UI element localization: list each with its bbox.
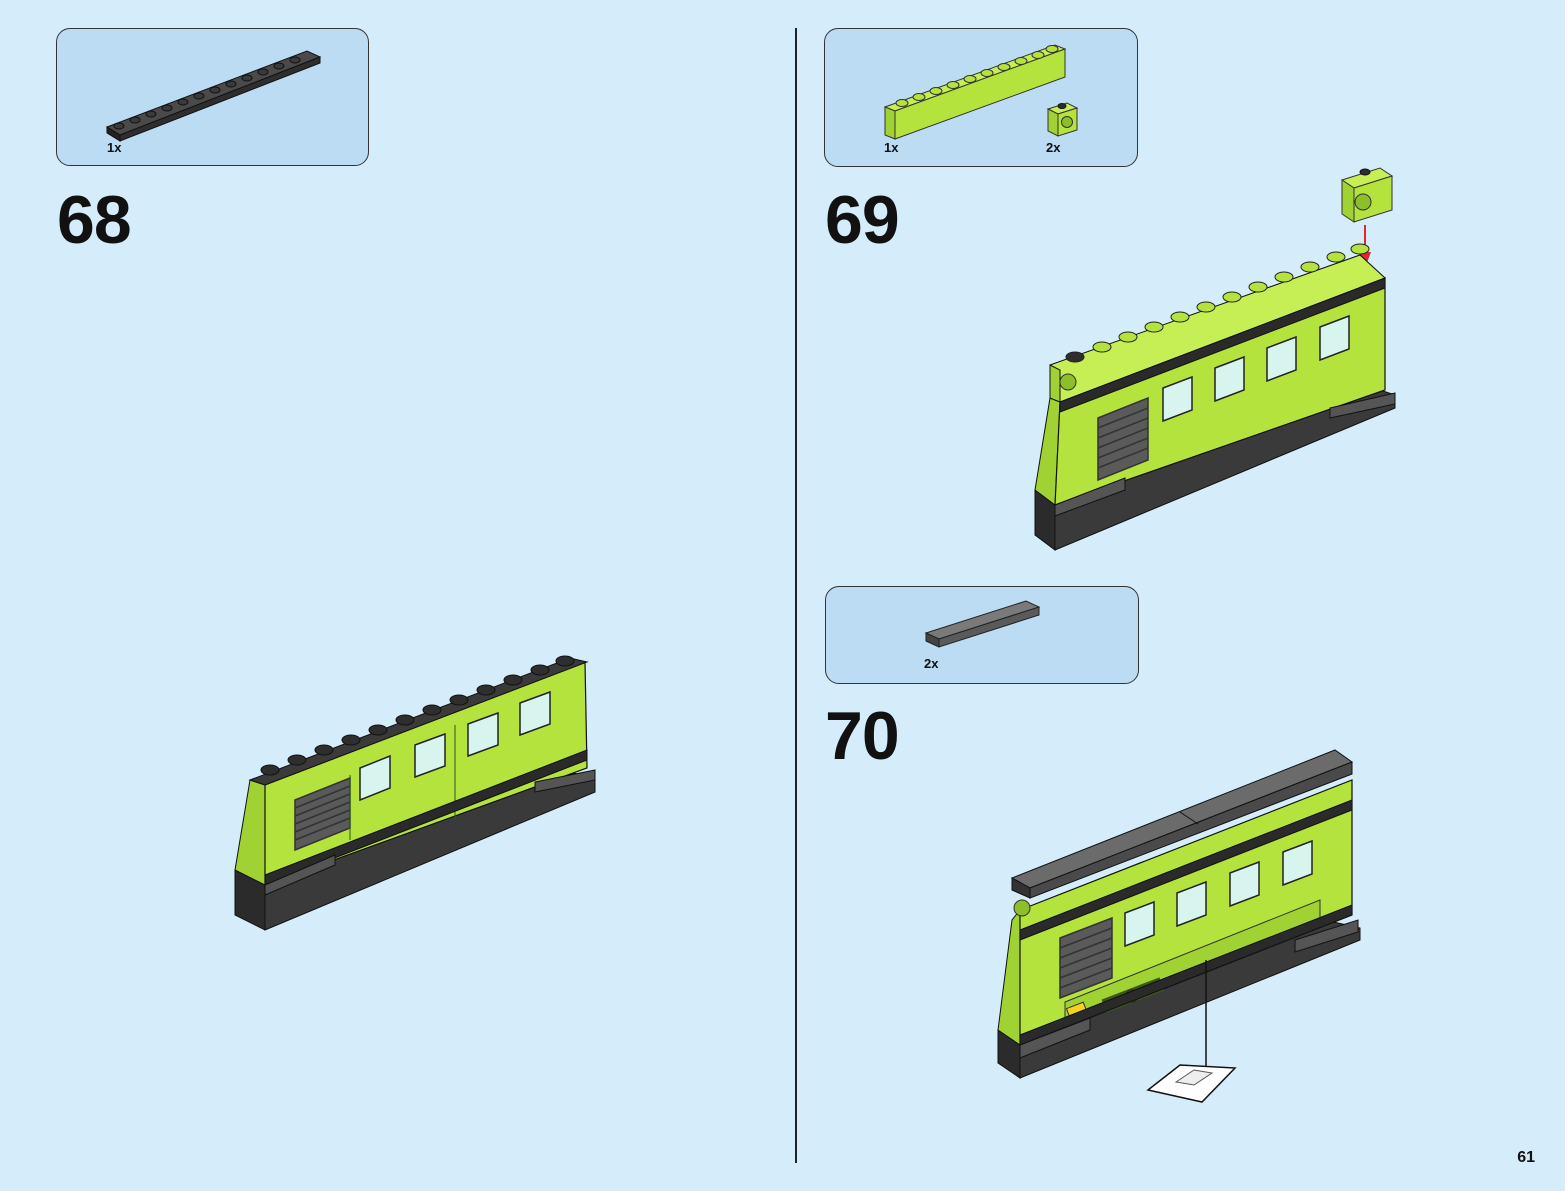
page-number: 61 (1517, 1149, 1535, 1166)
train-wall-model-step-69 (1034, 167, 1396, 551)
dark-gray-tile-icon (924, 600, 1041, 648)
parts-list-step-68: 1x (56, 28, 369, 166)
part-quantity: 1x (107, 140, 122, 155)
part-quantity: 2x (924, 656, 939, 671)
train-wall-model-step-70 (997, 749, 1361, 1103)
page-divider (795, 28, 797, 1163)
part-quantity: 1x (884, 140, 899, 155)
parts-list-step-70: 2x (825, 586, 1139, 684)
part-quantity: 2x (1046, 140, 1061, 155)
step-number-69: 69 (825, 182, 900, 258)
step-number-68: 68 (57, 182, 132, 258)
lime-hole-brick-icon (1046, 102, 1079, 137)
lime-brick-icon (883, 44, 1067, 140)
dark-gray-plate-icon (105, 50, 322, 142)
train-wall-model-step-68 (234, 655, 596, 931)
step-number-70: 70 (825, 698, 900, 774)
parts-list-step-69: 1x 2x (824, 28, 1138, 167)
